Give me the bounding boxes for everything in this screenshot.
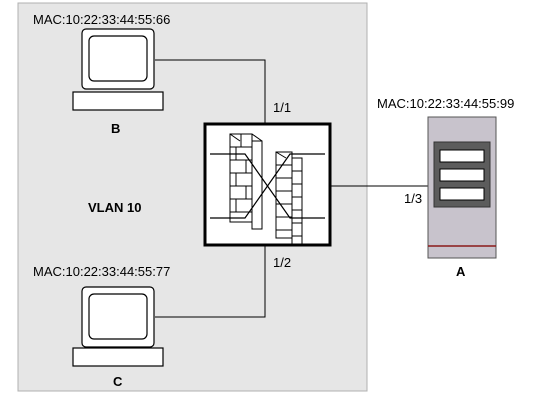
link-host-b-switch — [155, 59, 266, 123]
port-label-1-2: 1/2 — [273, 255, 292, 270]
vlan-label: VLAN 10 — [88, 200, 142, 215]
port-label-1-1: 1/1 — [273, 100, 292, 115]
computer-c-icon — [72, 286, 164, 367]
mac-label-b: MAC:10:22:33:44:55:66 — [33, 12, 171, 27]
switch-firewall-icon — [203, 122, 332, 247]
server-a-icon — [427, 116, 497, 259]
mac-label-c: MAC:10:22:33:44:55:77 — [33, 264, 171, 279]
host-label-b: B — [111, 121, 121, 136]
server-label-a: A — [456, 264, 466, 279]
mac-label-a: MAC:10:22:33:44:55:99 — [377, 96, 515, 111]
port-label-1-3: 1/3 — [404, 191, 423, 206]
host-label-c: C — [113, 374, 123, 389]
link-host-c-switch — [155, 245, 266, 318]
computer-b-icon — [72, 28, 164, 111]
